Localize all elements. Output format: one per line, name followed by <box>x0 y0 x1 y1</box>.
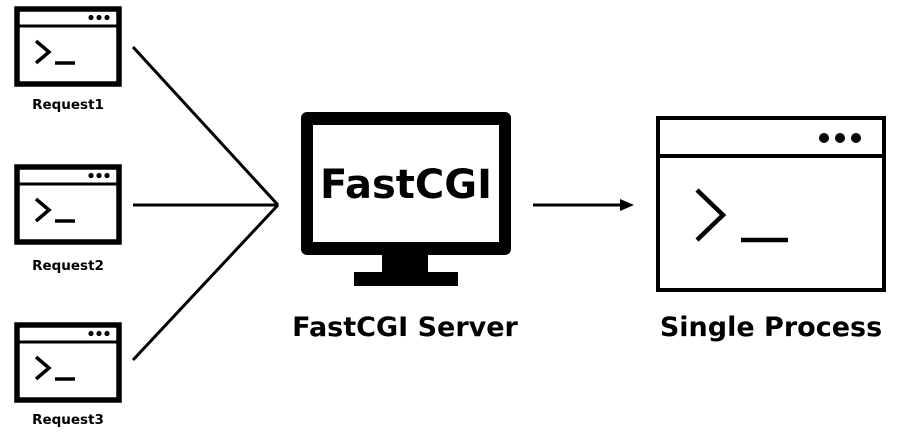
request1-label: Request1 <box>32 97 104 113</box>
process-terminal-icon <box>656 116 886 292</box>
request3-label: Request3 <box>32 412 104 428</box>
process-label: Single Process <box>660 312 882 343</box>
request3-connector <box>131 203 280 362</box>
server-label: FastCGI Server <box>292 312 518 343</box>
arrow-icon <box>533 199 634 211</box>
monitor-screen-text: FastCGI <box>320 162 492 208</box>
request1-connector <box>131 45 280 207</box>
request2-label: Request2 <box>32 258 104 274</box>
request3-terminal-icon <box>14 322 122 403</box>
monitor-icon <box>301 112 511 286</box>
request1-terminal-icon <box>14 6 122 87</box>
request2-terminal-icon <box>14 164 122 245</box>
